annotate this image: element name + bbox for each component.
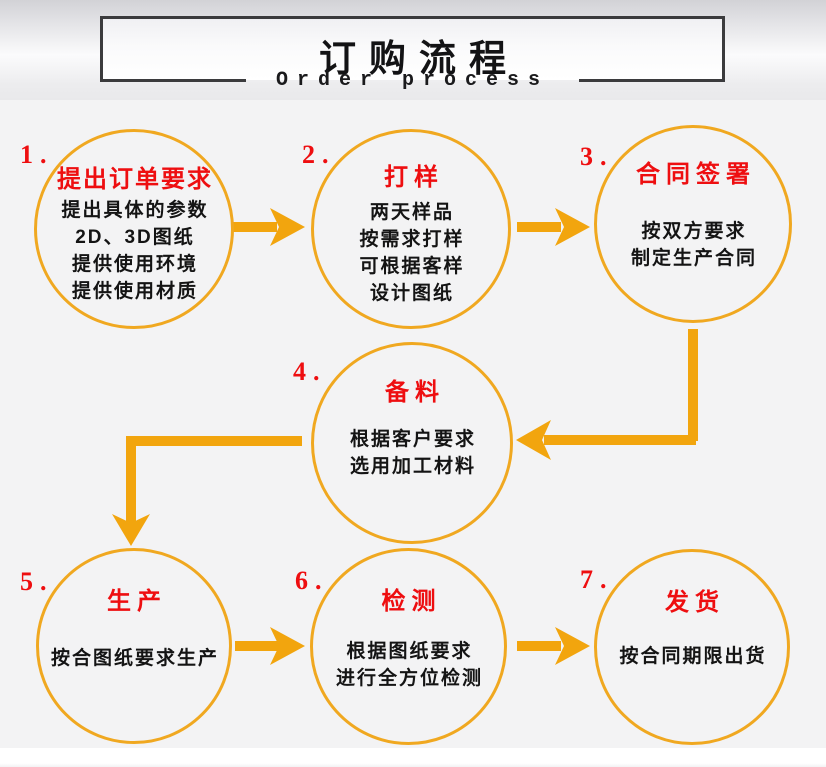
step-circle-6: 检测 根据图纸要求 进行全方位检测: [310, 548, 507, 745]
step-details: 根据图纸要求 进行全方位检测: [334, 638, 483, 692]
step-detail-line: 可根据客样: [359, 256, 465, 277]
step-details: 按合同期限出货: [617, 643, 766, 670]
step-number-3: 3.: [580, 142, 614, 171]
arrow-step2-to-step3: [517, 208, 590, 246]
step-circle-5: 生产 按合图纸要求生产: [36, 548, 232, 744]
title-rule-right: [579, 78, 725, 82]
step-detail-line: 2D、3D图纸: [75, 227, 195, 248]
step-detail-line: 按需求打样: [359, 229, 465, 250]
step-title: 提出订单要求: [57, 166, 213, 193]
title-box: 订购流程: [100, 16, 725, 80]
step-title: 合同签署: [636, 161, 756, 188]
step-detail-line: 提供使用环境: [71, 254, 198, 275]
step-detail-line: 按合同期限出货: [619, 646, 767, 667]
step-title: 发货: [665, 589, 725, 616]
page-subtitle: Order process: [275, 68, 550, 92]
step-title: 备料: [385, 379, 445, 406]
step-number-2: 2.: [302, 140, 336, 169]
step-details: 按双方要求 制定生产合同: [629, 218, 757, 272]
step-circle-1: 提出订单要求 提出具体的参数 2D、3D图纸 提供使用环境 提供使用材质: [34, 129, 234, 329]
step-detail-line: 制定生产合同: [630, 248, 757, 269]
step-detail-line: 选用加工材料: [349, 456, 476, 477]
step-details: 提出具体的参数 2D、3D图纸 提供使用环境 提供使用材质: [59, 197, 208, 305]
step-detail-line: 进行全方位检测: [335, 668, 483, 689]
step-details: 两天样品 按需求打样 可根据客样 设计图纸: [357, 199, 464, 307]
step-details: 根据客户要求 选用加工材料: [348, 426, 476, 480]
step-title: 生产: [107, 588, 167, 615]
step-detail-line: 按合图纸要求生产: [50, 648, 219, 669]
arrow-step5-to-step6: [235, 627, 305, 665]
step-circle-4: 备料 根据客户要求 选用加工材料: [311, 342, 513, 544]
step-detail-line: 根据图纸要求: [346, 641, 473, 662]
page-title: 订购流程: [319, 39, 519, 80]
arrow-step3-to-step4: [516, 329, 698, 460]
step-detail-line: 提出具体的参数: [61, 200, 209, 221]
step-detail-line: 提供使用材质: [71, 281, 198, 302]
step-title: 检测: [381, 588, 442, 615]
step-circle-2: 打样 两天样品 按需求打样 可根据客样 设计图纸: [311, 129, 511, 329]
step-number-5: 5.: [20, 567, 54, 596]
arrow-step1-to-step2: [233, 208, 305, 246]
step-title: 打样: [384, 164, 444, 191]
step-circle-3: 合同签署 按双方要求 制定生产合同: [594, 125, 792, 323]
step-details: 按合图纸要求生产: [49, 645, 219, 672]
subtitle-row: Order process: [100, 66, 725, 94]
arrow-step4-to-step5: [112, 436, 302, 546]
step-number-1: 1.: [20, 140, 54, 169]
arrow-step6-to-step7: [517, 627, 590, 665]
step-detail-line: 两天样品: [369, 202, 454, 223]
step-detail-line: 设计图纸: [369, 283, 454, 304]
step-circle-7: 发货 按合同期限出货: [594, 549, 790, 745]
step-number-6: 6.: [295, 566, 329, 595]
footer-band: [0, 748, 826, 767]
step-detail-line: 按双方要求: [641, 221, 747, 242]
step-detail-line: 根据客户要求: [349, 429, 476, 450]
step-number-7: 7.: [580, 565, 614, 594]
step-number-4: 4.: [293, 357, 327, 386]
title-rule-left: [100, 78, 246, 82]
